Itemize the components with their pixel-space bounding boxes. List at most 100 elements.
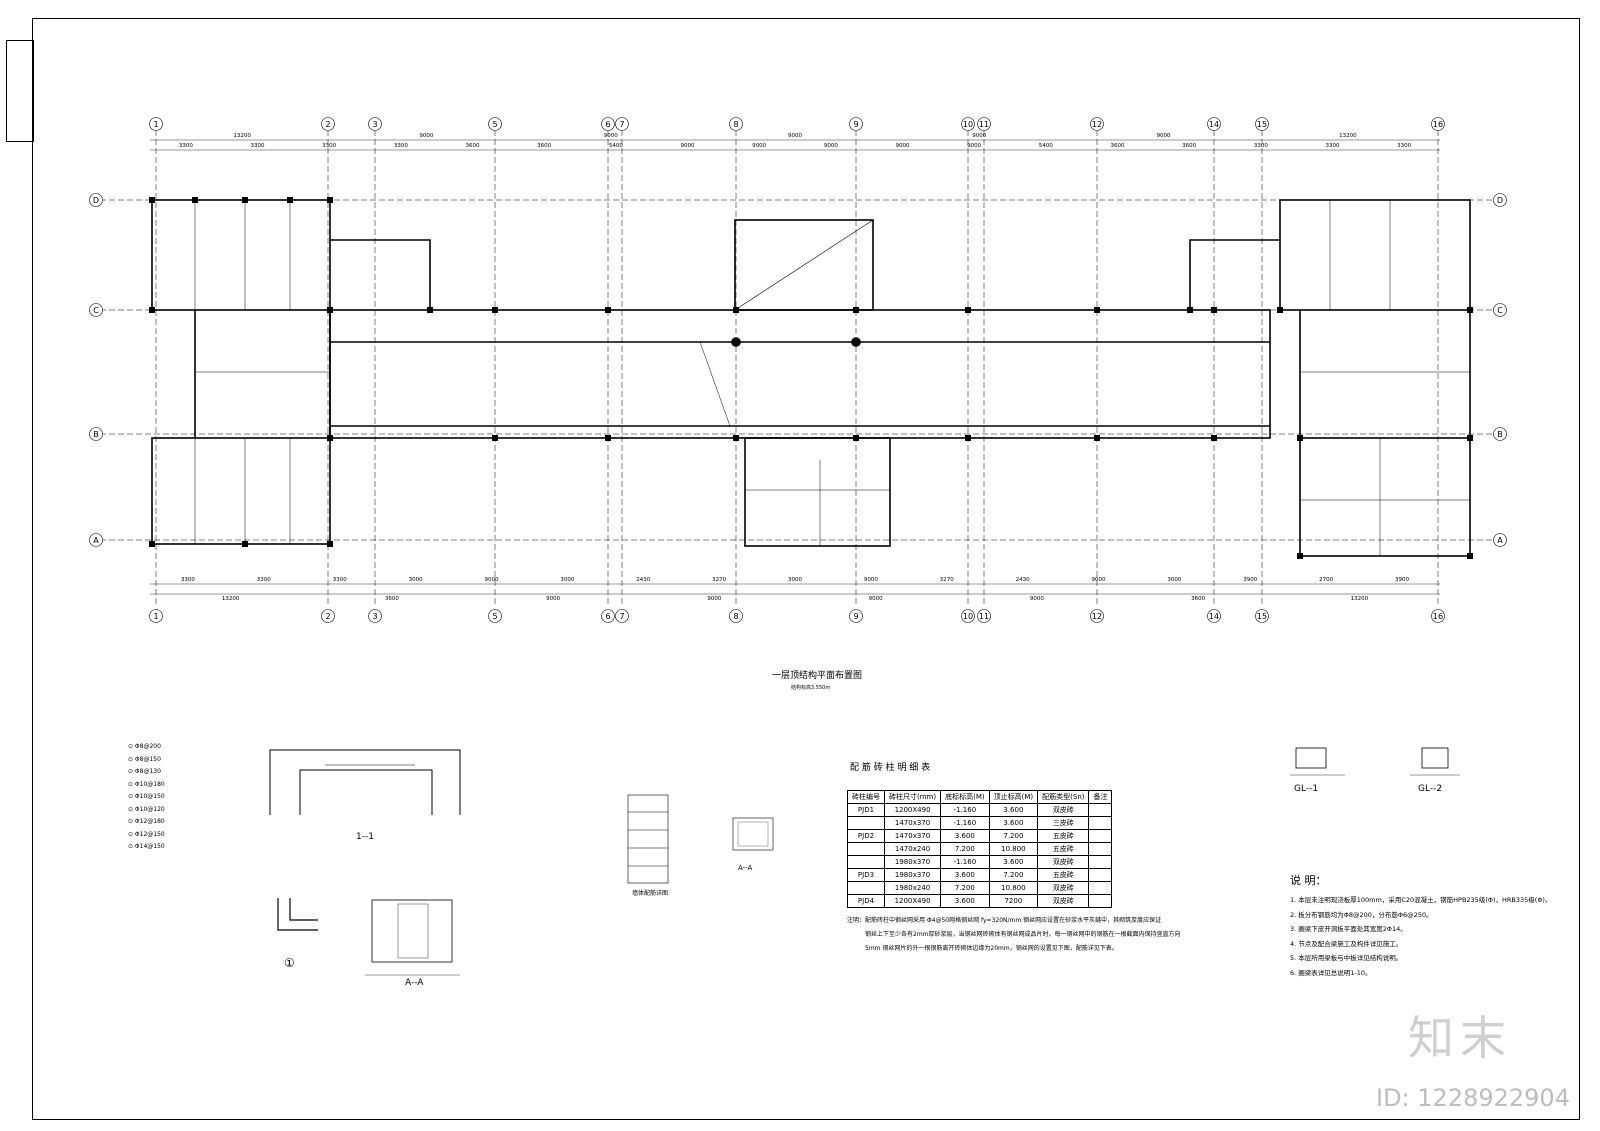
table-cell: 1200X490: [883, 803, 942, 817]
axis-label-col: 1: [153, 612, 158, 621]
table-cell: 1980x240: [883, 881, 942, 895]
table-cell: [1088, 894, 1113, 908]
dimension-label: 2430: [636, 577, 650, 583]
dimension-label: 3600: [385, 596, 399, 602]
axis-label-col: 10: [963, 120, 973, 129]
axis-bubble: [849, 117, 863, 131]
table-cell: PJD1: [847, 803, 885, 817]
table-cell: 3.600: [988, 816, 1039, 830]
dimension-label: 3900: [1243, 577, 1257, 583]
axis-bubble: [1431, 117, 1445, 131]
table-cell: [1088, 881, 1113, 895]
dimension-label: 9000: [896, 143, 910, 149]
gl2-label: GL--2: [1418, 784, 1443, 794]
column-mark: [1467, 553, 1473, 559]
column-mark: [1467, 435, 1473, 441]
column-mark: [492, 307, 498, 313]
axis-bubble: [89, 193, 103, 207]
axis-bubble: [368, 609, 382, 623]
table-cell: [847, 855, 885, 869]
table-cell: 7.200: [988, 829, 1039, 843]
rebar-legend: ⊙ Φ8@200⊙ Φ8@150⊙ Φ8@130⊙ Φ10@180⊙ Φ10@1…: [128, 741, 165, 854]
axis-label-col: 16: [1433, 120, 1443, 129]
table-cell: 3.600: [940, 868, 990, 882]
dimension-label: 9000: [604, 133, 618, 139]
axis-bubble: [615, 609, 629, 623]
table-header-cell: 备注: [1088, 790, 1113, 804]
table-cell: 1470x370: [883, 829, 942, 843]
table-cell: 7.200: [940, 881, 990, 895]
table-cell: 7.200: [940, 842, 990, 856]
axis-bubble: [149, 117, 163, 131]
axis-label-col: 12: [1092, 120, 1102, 129]
dimension-label: 3000: [1167, 577, 1181, 583]
table-cell: -1.160: [940, 816, 990, 830]
axis-bubble: [961, 117, 975, 131]
legend-item: ⊙ Φ10@180: [128, 780, 165, 788]
axis-label-col: 12: [1092, 612, 1102, 621]
axis-label-col: 11: [979, 120, 989, 129]
axis-label-row: A: [93, 536, 99, 545]
column-mark: [1094, 307, 1100, 313]
column-mark: [1094, 435, 1100, 441]
section-aa-drawing: [365, 899, 460, 976]
note-item: 4. 节点及配合梁施工及构件详见施工。: [1290, 939, 1403, 948]
axis-label-col: 14: [1209, 612, 1219, 621]
table-cell: [847, 842, 885, 856]
axis-label-col: 7: [619, 120, 624, 129]
table-header-cell: 底标标高(M): [940, 790, 990, 804]
legend-item: ⊙ Φ12@180: [128, 818, 165, 825]
dimension-label: 3000: [409, 577, 423, 583]
column-mark: [327, 435, 333, 441]
table-cell: 1980x370: [883, 855, 942, 869]
dimension-label: 3000: [560, 577, 574, 583]
legend-item: ⊙ Φ14@150: [128, 843, 165, 850]
dimension-label: 13200: [222, 596, 240, 602]
axis-bubble: [615, 117, 629, 131]
table-title: 配 筋 砖 柱 明 细 表: [850, 763, 931, 773]
dimension-label: 3600: [1182, 143, 1196, 149]
axis-bubble: [1493, 427, 1507, 441]
table-cell: 三皮砖: [1037, 816, 1090, 830]
table-cell: 五皮砖: [1037, 868, 1090, 882]
table-cell: 1200X490: [883, 894, 942, 908]
dimension-label: 9000: [1157, 133, 1171, 139]
note-item: 5. 本层所用梁板与中板详见结构说明。: [1290, 954, 1403, 962]
table-cell: PJD4: [847, 894, 885, 908]
axis-label-col: 1: [153, 120, 158, 129]
axis-label-col: 11: [979, 612, 989, 621]
dimension-label: 3270: [940, 577, 954, 583]
dimension-label: 3600: [1191, 596, 1205, 602]
table-cell: [847, 881, 885, 895]
axis-bubble: [849, 609, 863, 623]
column-mark: [327, 197, 333, 203]
axis-label-col: 16: [1433, 612, 1443, 621]
column-schedule-table: 砖柱编号砖柱尺寸(mm)底标标高(M)顶止标高(M)配筋类型(Sn)备注 PJD…: [847, 790, 1113, 908]
column-mark: [733, 435, 739, 441]
dimension-label: 3300: [1397, 143, 1411, 149]
dimension-label: 5400: [609, 143, 623, 149]
column-mark: [605, 435, 611, 441]
axis-label-col: 10: [963, 612, 973, 621]
note-item: 6. 圈梁表详见总说明1-10。: [1290, 968, 1372, 977]
section-1-1-drawing: [269, 749, 461, 815]
detail-1-label: ①: [284, 956, 295, 970]
axis-bubble: [977, 609, 991, 623]
watermark-id: ID: 1228922904: [1376, 1084, 1570, 1112]
dimension-label: 9000: [788, 133, 802, 139]
dimension-label: 9000: [967, 143, 981, 149]
axis-label-row: D: [93, 196, 99, 205]
page-subtitle: 结构标高3.550m: [791, 685, 831, 691]
legend-item: ⊙ Φ8@150: [128, 755, 161, 763]
axis-label-row: B: [1497, 430, 1503, 439]
table-cell: [1088, 829, 1113, 843]
dimension-label: 9000: [972, 133, 986, 139]
table-cell: [1088, 803, 1113, 817]
dimension-label: 9000: [1030, 596, 1044, 602]
axis-bubble: [89, 533, 103, 547]
page-title: 一层顶结构平面布置图: [772, 671, 863, 681]
